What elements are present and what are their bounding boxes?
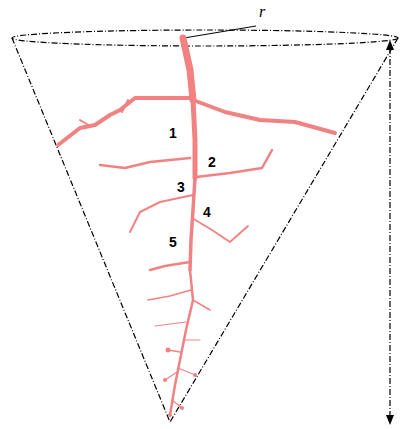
lateral-root [150, 262, 190, 270]
root-tip [163, 378, 167, 382]
taproot [183, 38, 193, 100]
lateral-root [183, 339, 200, 340]
lateral-root [100, 158, 190, 168]
callout-number: 2 [208, 155, 216, 169]
lateral-root [193, 300, 210, 310]
lateral-root [130, 195, 193, 232]
lateral-root [193, 100, 335, 133]
radius-label: r [259, 4, 265, 20]
lateral-root [122, 100, 128, 112]
lateral-root [165, 372, 177, 380]
callout-number: 3 [177, 180, 185, 194]
arrowhead [386, 40, 394, 50]
arrowhead [386, 415, 394, 425]
lateral-root [192, 218, 248, 242]
taproot [193, 100, 195, 178]
taproot [170, 270, 193, 415]
root-tip [180, 406, 184, 410]
lateral-root [148, 290, 191, 300]
root-tip [193, 373, 197, 377]
radius-line [184, 26, 256, 38]
callout-number: 5 [169, 235, 177, 249]
depth-dimension [389, 48, 390, 417]
lateral-root [80, 120, 90, 126]
cone-side [170, 38, 398, 422]
callout-number: 4 [203, 205, 211, 219]
lateral-root [196, 150, 272, 177]
lateral-root [58, 98, 193, 145]
taproot [190, 178, 195, 270]
lateral-root [178, 368, 195, 375]
callout-number: 1 [169, 126, 177, 140]
cone-side [12, 38, 170, 422]
root-tip [166, 348, 171, 353]
root-tip [168, 413, 172, 417]
cone-rim [12, 30, 398, 46]
lateral-root [155, 322, 186, 326]
